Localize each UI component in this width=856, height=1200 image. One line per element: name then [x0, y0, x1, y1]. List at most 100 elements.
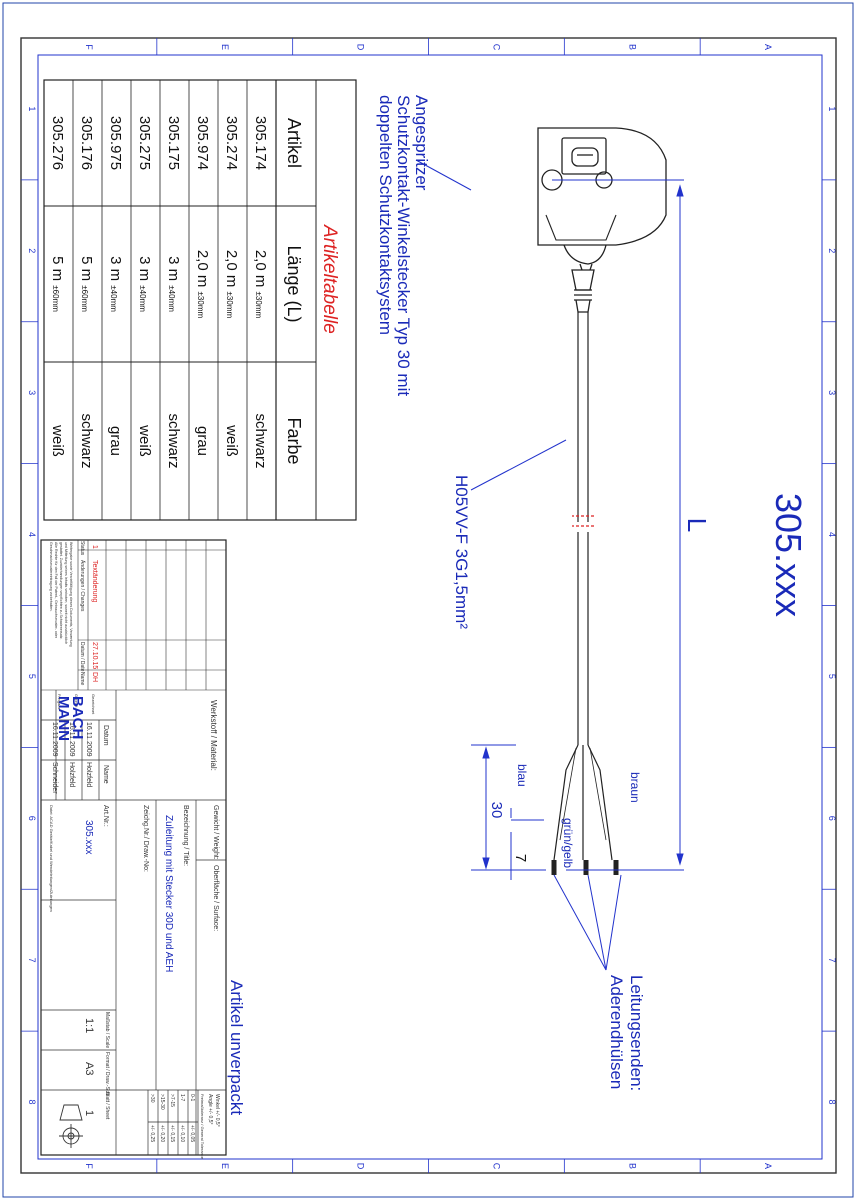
- tol-value: +/- 0,15: [169, 1125, 175, 1142]
- date-header: Datum: [102, 725, 109, 746]
- row-length-tolerance: ±60mm: [51, 285, 60, 312]
- weight-label: Gewicht / Weight:: [212, 805, 219, 860]
- date-approved: 16.11.2009: [51, 722, 58, 757]
- tol-range: >7-15: [169, 1094, 175, 1107]
- date-checked: 16.11.2009: [68, 722, 75, 757]
- plug-label-line1: Angespritzer: [412, 95, 431, 191]
- zone-letter-top: A: [763, 44, 773, 50]
- row-length: 2,0 m ±30mm: [194, 250, 211, 319]
- data-note: Datei: ACAD Geräte/Kabel und Wendeleitun…: [49, 805, 54, 912]
- row-length-tolerance: ±30mm: [254, 292, 263, 319]
- zone-letter-bottom: F: [84, 1163, 94, 1169]
- logo-line1: BACH: [69, 696, 86, 739]
- row-label-checked: Geprüft: [74, 694, 79, 708]
- zone-letter-top: D: [356, 44, 366, 51]
- tol-range: >15-30: [159, 1094, 165, 1110]
- zone-number-right: 7: [827, 958, 837, 963]
- legal-text-de: Weitergabe sowie Vervielfältigung dieses…: [49, 542, 73, 648]
- zone-letter-bottom: E: [220, 1163, 230, 1169]
- row-article: 305.974: [194, 116, 211, 170]
- sheet-value: 1: [83, 1110, 95, 1116]
- change-block: [41, 540, 226, 691]
- legal-de-part: Geschmacksmustereintragung vorbehalten.: [49, 542, 53, 612]
- zone-number-left: 2: [27, 248, 37, 253]
- zone-letter-bottom: A: [763, 1163, 773, 1169]
- row-length: 3 m ±40mm: [136, 256, 153, 312]
- row-length: 5 m ±60mm: [78, 256, 95, 312]
- designation-value: Zuleitung mit Stecker 30D und AEH: [163, 815, 174, 972]
- cable-break-marks: [572, 515, 594, 527]
- row-length-value: 3 m: [107, 256, 124, 285]
- tol-value: +/- 0,05: [189, 1125, 195, 1142]
- tol-value: +/- 0,25: [149, 1125, 155, 1142]
- zone-letter-top: E: [220, 44, 230, 50]
- row-color: schwarz: [252, 413, 269, 468]
- tol-range: 0-1: [189, 1094, 195, 1101]
- row-length: 3 m ±40mm: [107, 256, 124, 312]
- row-color: schwarz: [165, 413, 182, 468]
- plug-label-line2: Schutzkontakt-Winkelstecker Typ 30 mit: [394, 95, 413, 396]
- title-block: 1 Textänderung 27.10.15 DH Status Änderu…: [40, 539, 227, 1160]
- row-article: 305.275: [136, 116, 153, 170]
- change-header-changes: Änderungen / Changes: [79, 560, 86, 612]
- row-length: 5 m ±60mm: [49, 256, 66, 312]
- zone-number-left: 8: [27, 1100, 37, 1105]
- row-article: 305.276: [49, 116, 66, 170]
- article-table-title: Artikeltabelle: [319, 224, 340, 334]
- change-text: Textänderung: [91, 560, 98, 603]
- change-header-name: Name: [79, 672, 85, 686]
- zone-number-left: 4: [27, 532, 37, 537]
- tol-value: +/- 0,20: [159, 1125, 165, 1142]
- tol-header-angle-de: Winkel +/- 0,5°: [214, 1094, 220, 1127]
- zone-number-right: 4: [827, 532, 837, 537]
- change-index: 1: [91, 545, 98, 549]
- row-color: weiß: [223, 424, 240, 457]
- zone-number-left: 3: [27, 390, 37, 395]
- format-label: Format / Draw.-Size: [104, 1052, 110, 1096]
- row-label-drawn: Gezeichnet: [91, 694, 96, 715]
- table-header-length: Länge (L): [284, 245, 304, 322]
- row-length-value: 2,0 m: [223, 250, 240, 292]
- zone-number-left: 7: [27, 958, 37, 963]
- zone-letter-bottom: D: [356, 1163, 366, 1170]
- sheet-label: Blatt / Sheet: [104, 1092, 110, 1120]
- change-date: 27.10.15: [91, 642, 98, 669]
- zone-number-right: 8: [827, 1100, 837, 1105]
- scale-label: Maßstab / Scale: [104, 1012, 110, 1048]
- plug-drawing: [537, 127, 667, 313]
- ends-label-line1: Leitungsenden:: [627, 975, 646, 1091]
- table-header-article: Artikel: [284, 118, 304, 168]
- row-article: 305.975: [107, 116, 124, 170]
- row-length: 3 m ±40mm: [165, 256, 182, 312]
- projection-symbol: [59, 1104, 83, 1148]
- zone-letter-top: B: [627, 44, 637, 50]
- row-length-value: 5 m: [78, 256, 95, 285]
- row-label-approved: Freigabe: [57, 694, 62, 711]
- zone-number-left: 5: [27, 674, 37, 679]
- name-header: Name: [102, 765, 109, 784]
- leader-lines: [415, 159, 622, 971]
- row-length-tolerance: ±40mm: [138, 285, 147, 312]
- row-article: 305.176: [78, 116, 95, 170]
- zone-letter-top: C: [491, 44, 501, 51]
- plug-label-line3: doppelten Schutzkontaktsystem: [376, 95, 395, 335]
- wire-green-yellow-label: grün/gelb: [561, 818, 575, 868]
- row-length-value: 3 m: [165, 256, 182, 285]
- tol-value: +/- 0,10: [179, 1125, 185, 1142]
- tol-header-angle-en: Angle +/- 0,5°: [207, 1094, 213, 1125]
- date-drawn: 16.11.2009: [85, 722, 92, 757]
- zone-number-left: 1: [27, 106, 37, 111]
- row-article: 305.174: [252, 116, 269, 170]
- legal-de-part: Weitergabe sowie Vervielfältigung dieses…: [69, 542, 73, 647]
- part-number: 305.xxx: [768, 493, 809, 617]
- format-value: A3: [83, 1062, 95, 1075]
